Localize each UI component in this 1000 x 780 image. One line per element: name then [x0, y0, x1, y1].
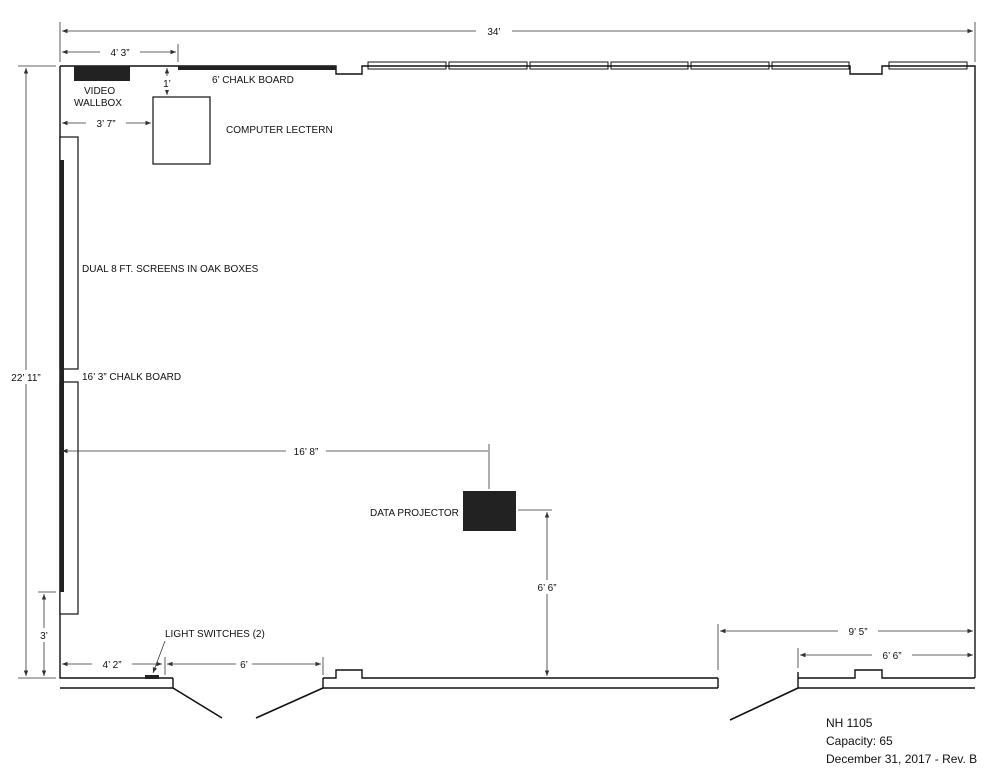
- revision-date: December 31, 2017 - Rev. B: [826, 752, 977, 766]
- chalkboard-top: [178, 66, 336, 70]
- label-chalkboard-left: 16’ 3” CHALK BOARD: [82, 372, 181, 383]
- dim-lectern-offset: 3’ 7”: [96, 119, 115, 130]
- dim-projector-from-back: 6’ 6”: [537, 583, 556, 594]
- chalkboard-left: [60, 160, 64, 592]
- label-video-wallbox-line2: WALLBOX: [74, 98, 122, 109]
- video-wallbox: [74, 66, 130, 81]
- light-switch: [145, 675, 159, 679]
- dim-door-right-offset: 9’ 5”: [848, 627, 867, 638]
- label-light-switches: LIGHT SWITCHES (2): [165, 629, 265, 640]
- windows: [367, 61, 968, 70]
- dimension-text: 34’ 4’ 3” 1’ 3’ 7” 22’ 11” 3’ 16’ 8” 6’ …: [6, 24, 912, 671]
- dim-overall-width: 34’: [487, 27, 500, 38]
- feature-labels: VIDEO WALLBOX 6’ CHALK BOARD COMPUTER LE…: [74, 75, 459, 640]
- label-video-wallbox-line1: VIDEO: [84, 86, 115, 97]
- label-chalkboard-top: 6’ CHALK BOARD: [212, 75, 294, 86]
- dim-wallbox-offset: 4’ 3”: [110, 48, 129, 59]
- info-block: NH 1105 Capacity: 65 December 31, 2017 -…: [826, 716, 977, 766]
- dim-lectern-gap: 1’: [163, 79, 171, 90]
- room-number: NH 1105: [826, 716, 873, 730]
- dim-door-left-offset: 4’ 2”: [102, 660, 121, 671]
- label-data-projector: DATA PROJECTOR: [370, 508, 459, 519]
- room-capacity: Capacity: 65: [826, 734, 893, 748]
- label-dual-screens: DUAL 8 FT. SCREENS IN OAK BOXES: [82, 264, 259, 275]
- dim-door-left-width: 6’: [240, 660, 248, 671]
- doors: [172, 687, 799, 721]
- label-computer-lectern: COMPUTER LECTERN: [226, 125, 333, 136]
- dim-projector-from-wall: 16’ 8”: [294, 447, 319, 458]
- data-projector: [463, 491, 516, 531]
- dim-door-right-width: 6’ 6”: [882, 651, 901, 662]
- dim-overall-depth: 22’ 11”: [11, 373, 40, 384]
- computer-lectern: [152, 96, 211, 165]
- dim-screen-bottom: 3’: [40, 631, 48, 642]
